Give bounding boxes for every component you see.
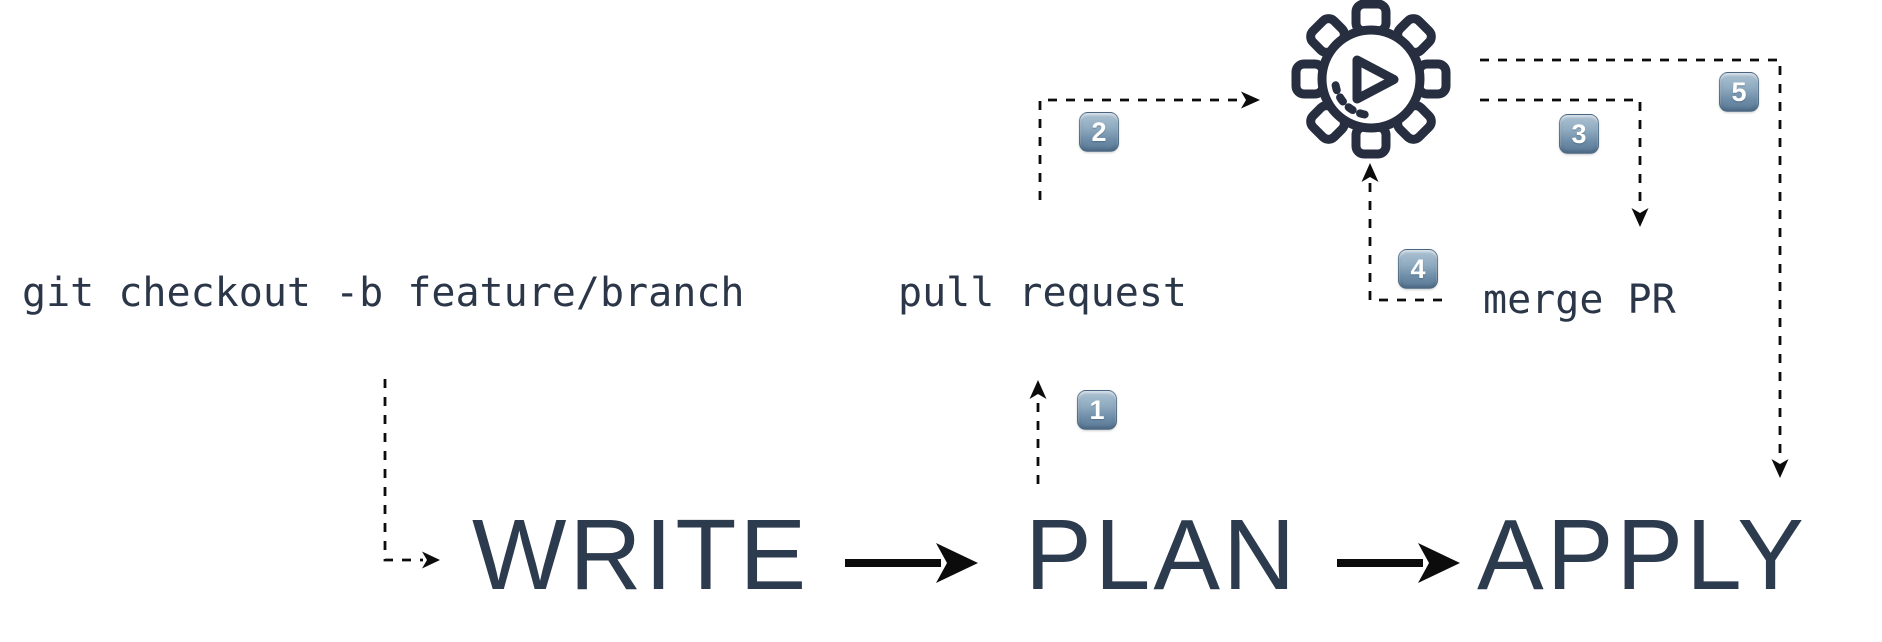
play-triangle-icon (1352, 55, 1399, 104)
gear-progress-dashes (1331, 81, 1369, 119)
arrowhead-gear-to-merge (1631, 208, 1649, 227)
pull-request-label: pull request (898, 270, 1187, 316)
merge-pr-label: merge PR (1483, 277, 1676, 323)
arrowhead-git-to-write (422, 551, 440, 569)
git-command-label: git checkout -b feature/branch (22, 270, 745, 316)
arrow-gear-to-apply (1480, 58, 1782, 461)
arrowhead-gear-to-apply (1771, 459, 1789, 478)
gear-play-icon (1291, 0, 1451, 159)
arrowhead-merge-to-gear (1361, 163, 1379, 182)
stage-write: WRITE (472, 499, 810, 611)
arrow-plan-to-apply (1337, 543, 1460, 583)
stage-apply: APPLY (1477, 499, 1807, 611)
arrowhead-plan-to-pr (1029, 380, 1047, 399)
step-badge-1: 1 (1077, 390, 1117, 430)
step-badge-3: 3 (1559, 114, 1599, 154)
arrow-merge-to-gear (1368, 181, 1442, 302)
arrowhead-pr-to-gear (1241, 91, 1260, 109)
stage-plan: PLAN (1025, 499, 1299, 611)
step-badge-2: 2 (1079, 112, 1119, 152)
step-badge-5: 5 (1719, 72, 1759, 112)
arrow-git-to-write (383, 379, 423, 562)
step-badge-4: 4 (1398, 249, 1438, 289)
arrow-pr-to-gear (1038, 98, 1242, 200)
arrow-write-to-plan (845, 543, 978, 583)
